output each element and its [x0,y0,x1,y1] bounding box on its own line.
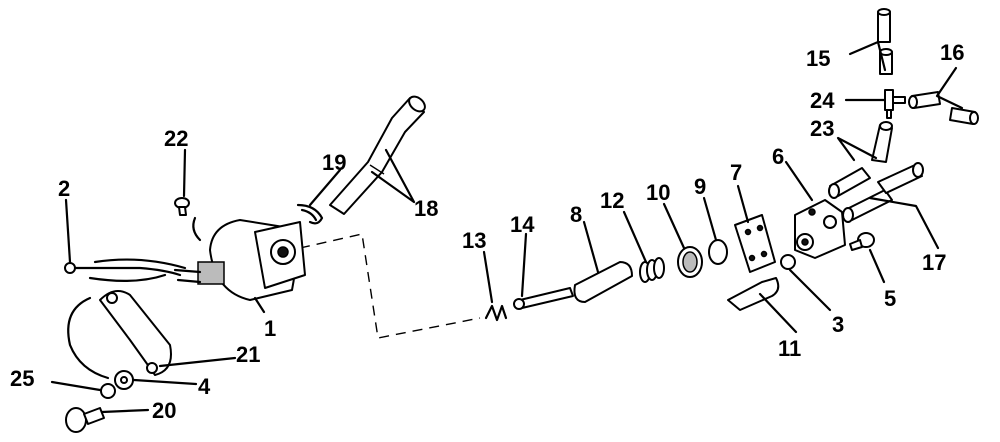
callout-17: 17 [922,250,946,275]
callout-25: 25 [10,366,34,391]
part-18-hose [329,95,426,215]
part-14-pin [513,287,574,310]
callout-16: 16 [940,40,964,65]
callout-11: 11 [778,336,801,361]
part-2-wire-terminal [64,258,187,282]
part-21-clamp [99,290,172,376]
part-7-diaphragm-plate [734,214,776,273]
callout-6: 6 [772,144,784,169]
callout-labels: 1 2 3 4 5 6 7 8 9 10 11 12 13 14 15 16 1… [10,40,964,423]
part-16-hose [908,91,979,125]
callout-23: 23 [810,116,834,141]
part-23-hose [828,121,893,199]
callout-9: 9 [694,174,706,199]
part-25-washer [100,383,116,399]
part-1-pump-body [173,216,306,301]
part-13-spring [484,304,508,322]
callout-24: 24 [810,88,835,113]
part-3-oring [780,254,796,270]
leader-lines [50,40,964,414]
part-8-plunger [573,261,633,303]
part-11-check-valve [727,277,780,311]
part-5-screw [849,232,875,251]
part-15-hose [877,8,893,75]
callout-14: 14 [510,212,535,237]
part-6-pump-head [794,199,846,259]
callout-8: 8 [570,202,582,227]
part-24-tee-fitting [884,89,906,119]
callout-12: 12 [600,188,624,213]
part-9-disc [708,239,728,265]
callout-18: 18 [414,196,438,221]
callout-2: 2 [58,176,70,201]
callout-20: 20 [152,398,176,423]
assembly-dashed-line [299,233,481,339]
part-22-screw [174,197,190,216]
callout-3: 3 [832,312,844,337]
part-17-hose [842,162,924,223]
callout-4: 4 [198,374,211,399]
callout-19: 19 [322,150,346,175]
part-19-hose-clamp [296,203,324,225]
callout-15: 15 [806,46,830,71]
callout-10: 10 [646,180,670,205]
callout-22: 22 [164,126,188,151]
callout-13: 13 [462,228,486,253]
part-20-screw [65,407,105,433]
part-12-spring [639,257,665,283]
part-10-valve [677,246,703,278]
callout-7: 7 [730,160,742,185]
callout-21: 21 [236,342,260,367]
callout-5: 5 [884,286,896,311]
callout-1: 1 [264,316,276,341]
